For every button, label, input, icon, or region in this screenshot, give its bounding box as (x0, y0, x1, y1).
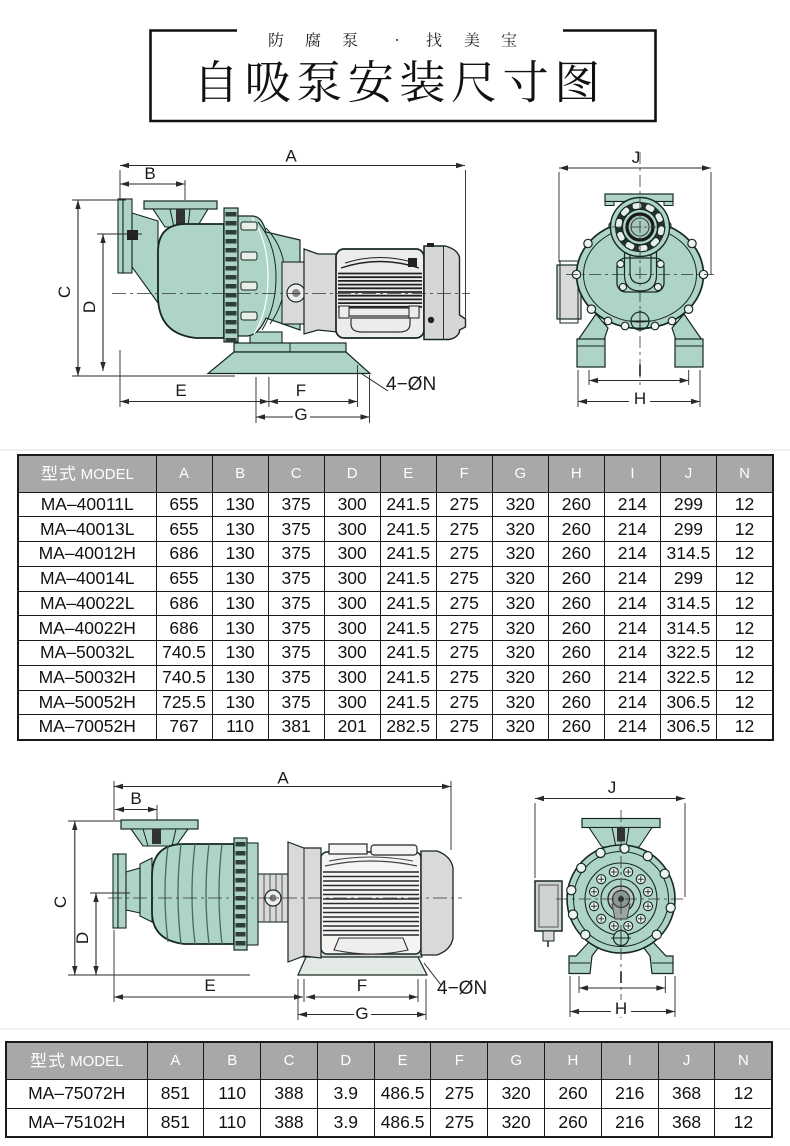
svg-text:G: G (294, 405, 307, 424)
svg-text:D: D (80, 301, 99, 313)
svg-text:I: I (619, 968, 624, 987)
svg-text:4−ØN: 4−ØN (386, 374, 436, 395)
svg-text:B: B (130, 789, 141, 808)
svg-text:J: J (608, 778, 617, 797)
svg-text:H: H (615, 999, 627, 1018)
svg-text:B: B (144, 164, 155, 183)
svg-text:D: D (73, 932, 92, 944)
svg-text:A: A (277, 769, 289, 788)
svg-text:F: F (296, 381, 306, 400)
svg-text:E: E (204, 976, 215, 995)
svg-text:A: A (285, 147, 297, 166)
svg-text:F: F (357, 976, 367, 995)
svg-text:H: H (634, 389, 646, 408)
svg-text:I: I (638, 361, 643, 380)
svg-text:J: J (632, 148, 641, 167)
svg-text:C: C (55, 286, 74, 298)
svg-text:G: G (355, 1004, 368, 1023)
svg-text:E: E (175, 381, 186, 400)
svg-text:4−ØN: 4−ØN (437, 978, 487, 999)
svg-text:C: C (51, 896, 70, 908)
